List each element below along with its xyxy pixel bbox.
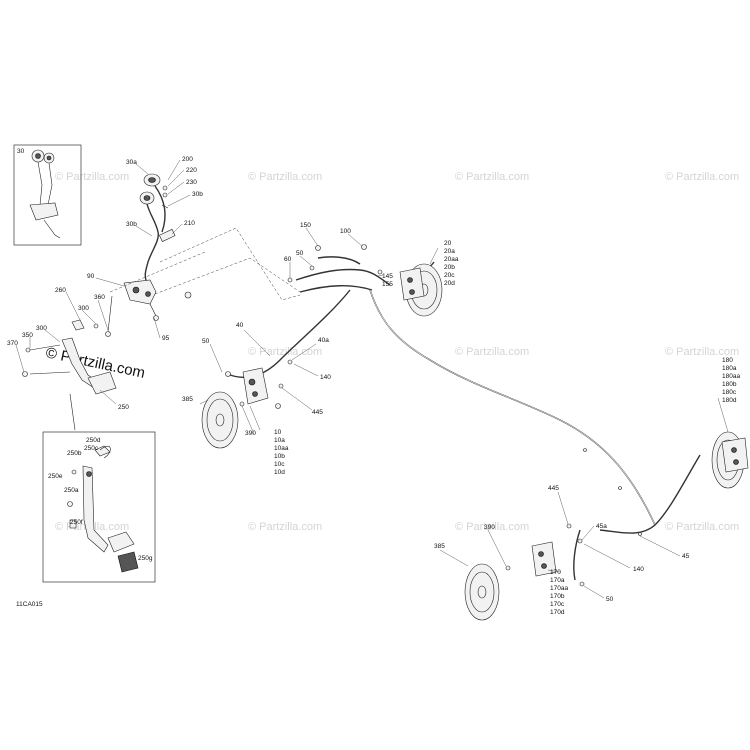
leader-lines (15, 159, 729, 599)
alignment-line (109, 251, 206, 293)
label-40a: 40a (318, 337, 329, 344)
label-145: 145 (382, 273, 393, 280)
label-20d: 20d (444, 280, 455, 287)
label-350: 350 (22, 332, 33, 339)
label-180c: 180c (722, 389, 737, 396)
label-30: 30 (17, 148, 25, 155)
watermark: © Partzilla.com (455, 171, 529, 183)
rear-right-brake (711, 431, 749, 489)
label-250f: 250f (70, 519, 83, 526)
label-170d: 170d (550, 609, 565, 616)
watermark: © Partzilla.com (248, 171, 322, 183)
label-300: 300 (78, 305, 89, 312)
alignment-line (159, 227, 301, 301)
label-20: 20 (444, 240, 452, 247)
label-170: 170 (550, 569, 561, 576)
fittings (225, 244, 642, 536)
front-right-brake (399, 263, 443, 317)
watermark: © Partzilla.com (55, 171, 129, 183)
label-45a: 45a (596, 523, 607, 530)
label-180b: 180b (722, 381, 737, 388)
watermark: © Partzilla.com (665, 171, 739, 183)
label-150: 150 (300, 222, 311, 229)
label-180a: 180a (722, 365, 737, 372)
watermark: © Partzilla.com (665, 521, 739, 533)
pedal-detail-inset (67, 445, 139, 573)
label-50: 50 (202, 338, 210, 345)
label-10a: 10a (274, 437, 285, 444)
watermark: © Partzilla.com (665, 346, 739, 358)
label-10b: 10b (274, 453, 285, 460)
label-390: 390 (484, 524, 495, 531)
label-170c: 170c (550, 601, 565, 608)
label-95: 95 (162, 335, 170, 342)
label-445: 445 (312, 409, 323, 416)
label-60: 60 (284, 256, 292, 263)
label-385: 385 (434, 543, 445, 550)
label-250b: 250b (67, 450, 82, 457)
watermark: © Partzilla.com (248, 346, 322, 358)
alignment-line (154, 257, 301, 295)
label-250c: 250c (84, 445, 99, 452)
label-10d: 10d (274, 469, 285, 476)
label-20c: 20c (444, 272, 455, 279)
label-170b: 170b (550, 593, 565, 600)
label-20b: 20b (444, 264, 455, 271)
label-250e: 250e (48, 473, 63, 480)
label-170a: 170a (550, 577, 565, 584)
label-140: 140 (320, 374, 331, 381)
label-370: 370 (7, 340, 18, 347)
label-30b-top: 30b (192, 191, 203, 198)
master-cylinder-inset (29, 149, 61, 239)
brake-pedal-assembly (22, 295, 117, 431)
label-250: 250 (118, 404, 129, 411)
rear-left-brake (464, 523, 585, 621)
label-180aa: 180aa (722, 373, 740, 380)
watermark: © Partzilla.com (455, 346, 529, 358)
watermark-layer: © Partzilla.com © Partzilla.com © Partzi… (44, 171, 739, 533)
watermark: © Partzilla.com (248, 521, 322, 533)
label-300: 300 (36, 325, 47, 332)
label-50: 50 (606, 596, 614, 603)
diagram-code: 11CA015 (16, 601, 43, 608)
label-100: 100 (340, 228, 351, 235)
master-cylinder-assembly (123, 173, 192, 321)
label-250g: 250g (138, 555, 153, 562)
label-10aa: 10aa (274, 445, 289, 452)
label-230: 230 (186, 179, 197, 186)
inset-box-pedal (42, 431, 156, 583)
label-30b: 30b (126, 221, 137, 228)
label-220: 220 (186, 167, 197, 174)
label-210: 210 (184, 220, 195, 227)
label-360: 360 (94, 294, 105, 301)
label-445: 445 (548, 485, 559, 492)
label-200: 200 (182, 156, 193, 163)
label-20a: 20a (444, 248, 455, 255)
label-20aa: 20aa (444, 256, 459, 263)
front-left-brake (201, 359, 293, 449)
label-385: 385 (182, 396, 193, 403)
watermark: © Partzilla.com (455, 521, 529, 533)
label-140: 140 (633, 566, 644, 573)
label-50: 50 (296, 250, 304, 257)
label-90: 90 (87, 273, 95, 280)
label-45: 45 (682, 553, 690, 560)
label-390: 390 (245, 430, 256, 437)
label-180d: 180d (722, 397, 737, 404)
label-170aa: 170aa (550, 585, 568, 592)
label-260: 260 (55, 287, 66, 294)
label-30a: 30a (126, 159, 137, 166)
label-40: 40 (236, 322, 244, 329)
label-10: 10 (274, 429, 282, 436)
part-labels: 30 30a 200 220 230 30b 30b 210 90 260 36… (7, 148, 740, 616)
label-155: 155 (382, 281, 393, 288)
label-250a: 250a (64, 487, 79, 494)
label-180: 180 (722, 357, 733, 364)
label-250d: 250d (86, 437, 101, 444)
inset-box-master-cylinder (13, 144, 82, 246)
label-10c: 10c (274, 461, 285, 468)
